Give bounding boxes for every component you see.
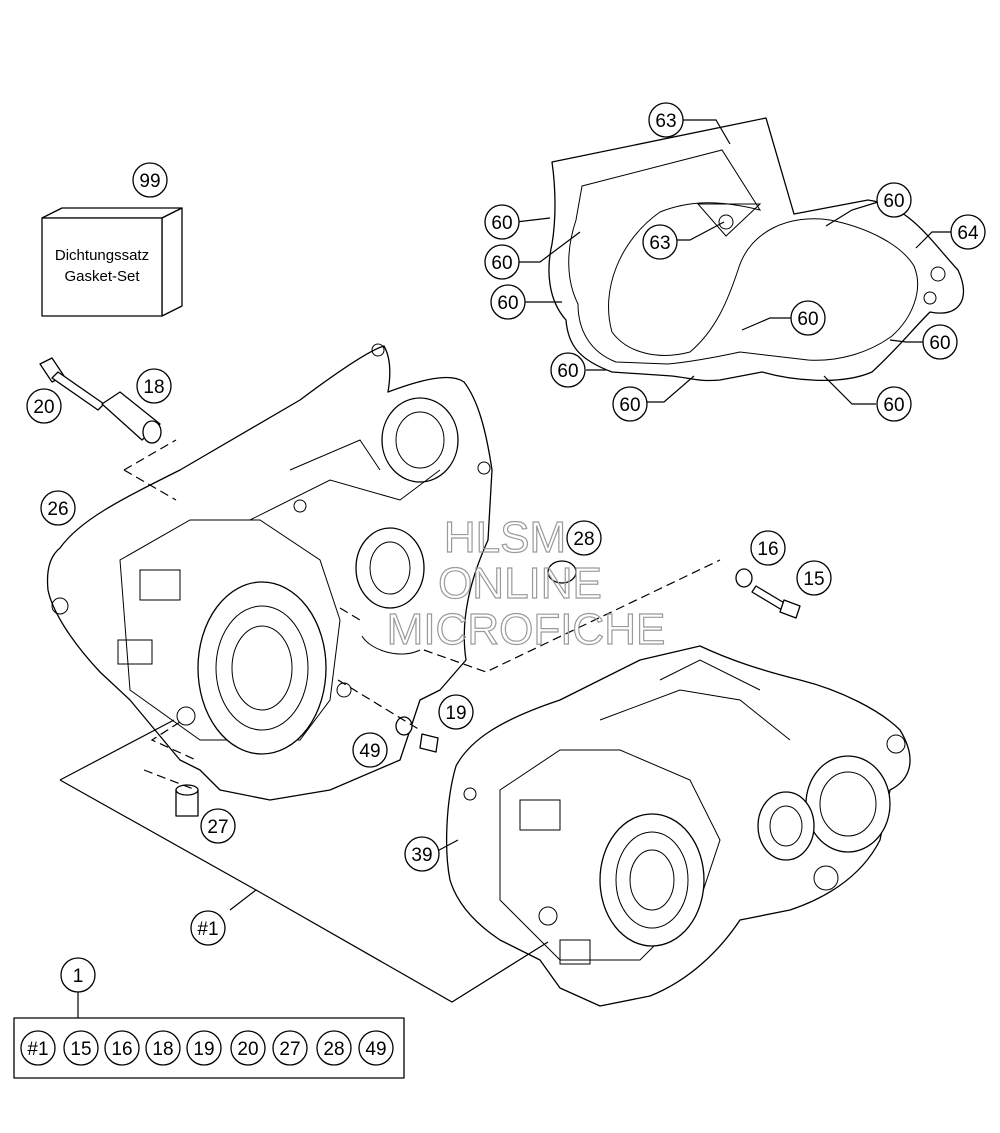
gasket-set-box: Dichtungssatz Gasket-Set [41,207,183,317]
svg-text:60: 60 [883,191,904,212]
svg-text:49: 49 [365,1039,386,1060]
callout-64: 64 [950,214,986,250]
callout-99: 99 [132,162,168,198]
callout-18: 18 [136,368,172,404]
svg-text:60: 60 [797,309,818,330]
callout-60-d: 60 [550,352,586,388]
svg-text:60: 60 [929,333,950,354]
left-crankcase-half [46,343,493,801]
svg-text:60: 60 [619,395,640,416]
svg-text:99: 99 [139,171,160,192]
svg-text:60: 60 [557,361,578,382]
callout-60-b: 60 [484,244,520,280]
svg-text:20: 20 [237,1039,258,1060]
callout-60-g: 60 [922,324,958,360]
callout-60-a: 60 [484,204,520,240]
watermark-line-2: ONLINE [438,559,602,608]
kit-item: 15 [63,1030,99,1066]
svg-text:27: 27 [207,817,228,838]
callout-63-top: 63 [648,102,684,138]
gasket-set-label-en: Gasket-Set [64,268,140,285]
seal-49 [395,716,413,736]
svg-text:20: 20 [33,397,54,418]
kit-item: #1 [20,1030,56,1066]
svg-text:28: 28 [323,1039,344,1060]
callout-20: 20 [26,388,62,424]
svg-text:16: 16 [757,539,778,560]
screw-20 [39,357,105,411]
callout-15: 15 [796,560,832,596]
svg-text:18: 18 [143,377,164,398]
o-ring-28 [547,560,577,584]
svg-text:18: 18 [152,1039,173,1060]
dowel-sleeve-18 [101,391,162,444]
plug-19 [419,733,439,753]
callout-19: 19 [438,694,474,730]
svg-text:27: 27 [279,1039,300,1060]
svg-text:49: 49 [359,741,380,762]
svg-text:28: 28 [573,529,594,550]
callout-60-e: 60 [612,386,648,422]
screw-15 [751,585,801,619]
gasket-set-label-de: Dichtungssatz [55,247,149,264]
svg-text:63: 63 [655,111,676,132]
svg-text:#1: #1 [197,919,218,940]
kit-item: 20 [230,1030,266,1066]
svg-text:64: 64 [957,223,979,244]
kit-item: 19 [186,1030,222,1066]
watermark-line-1: HLSM [444,513,566,562]
watermark-line-3: MICROFICHE [387,605,666,654]
kit-contents-box: #1 15 16 18 19 20 27 28 49 [13,1017,405,1079]
svg-text:60: 60 [491,213,512,234]
svg-text:#1: #1 [27,1039,48,1060]
callout-16: 16 [750,530,786,566]
callout-27: 27 [200,808,236,844]
svg-text:15: 15 [70,1039,91,1060]
kit-item: 28 [316,1030,352,1066]
svg-text:60: 60 [497,293,518,314]
callout-60-c: 60 [490,284,526,320]
svg-text:63: 63 [649,233,670,254]
leader-lines [59,119,952,1018]
dowel-sleeve-27 [175,784,199,817]
svg-text:19: 19 [193,1039,214,1060]
svg-text:26: 26 [47,499,68,520]
callout-39: 39 [404,836,440,872]
callout-60-h: 60 [790,300,826,336]
washer-16 [735,568,753,588]
svg-text:15: 15 [803,569,824,590]
svg-text:16: 16 [111,1039,132,1060]
callout-63-mid: 63 [642,224,678,260]
callout-1: 1 [60,957,96,993]
svg-text:39: 39 [411,845,432,866]
callout-28: 28 [566,520,602,556]
callouts: 99 63 63 64 60 60 60 60 60 60 60 60 60 2… [26,102,986,993]
kit-item: 49 [358,1030,394,1066]
callout-49: 49 [352,732,388,768]
watermark: HLSM ONLINE MICROFICHE [386,512,666,654]
clutch-cover-gasket [548,117,965,382]
svg-text:1: 1 [73,966,84,987]
kit-item: 27 [272,1030,308,1066]
callout-60-f: 60 [876,386,912,422]
right-crankcase-half [445,645,911,1007]
callout-hash1: #1 [190,910,226,946]
kit-item: 16 [104,1030,140,1066]
svg-text:60: 60 [491,253,512,274]
callout-60-i: 60 [876,182,912,218]
assembly-lines [123,439,721,791]
callout-26: 26 [40,490,76,526]
kit-item: 18 [145,1030,181,1066]
svg-text:60: 60 [883,395,904,416]
svg-text:19: 19 [445,703,466,724]
